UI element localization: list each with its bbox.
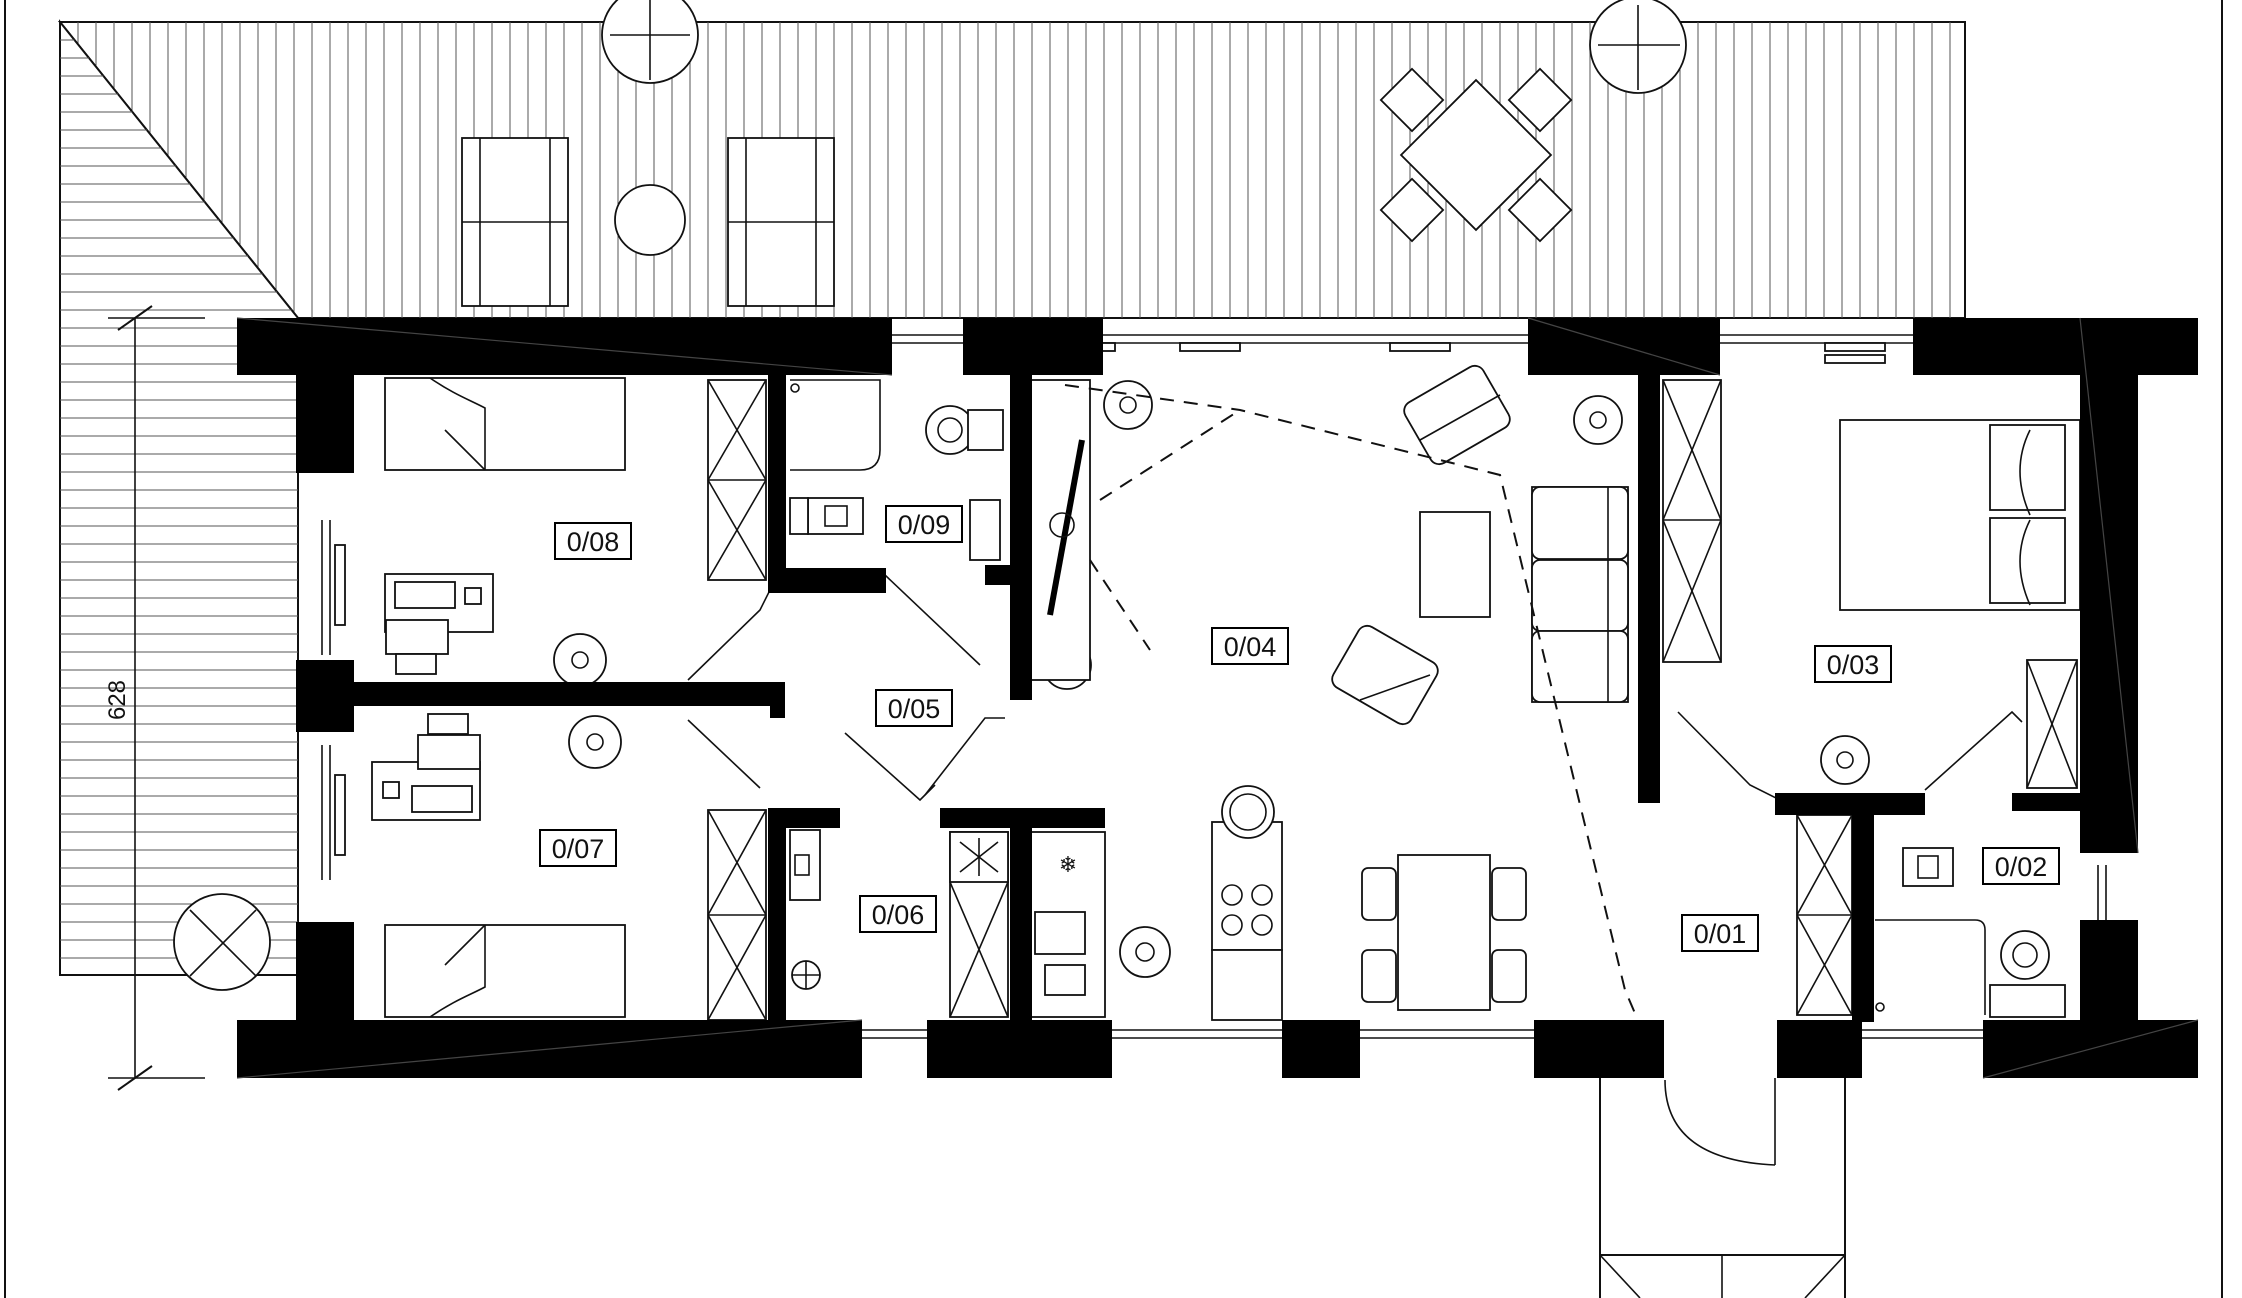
living-sofa (1531, 486, 1629, 703)
wc-09-fixtures (789, 379, 1004, 561)
utility-06-fixtures (789, 829, 821, 990)
desk-room-07 (371, 713, 481, 821)
bed-room-03 (1839, 419, 2081, 611)
svg-text:0/09: 0/09 (898, 510, 951, 540)
room-label-05: 0/05 (875, 689, 953, 727)
desk-room-08 (384, 573, 494, 675)
wardrobe-room-03b (2026, 659, 2078, 789)
wardrobe-hall-01 (1796, 814, 1853, 1016)
tree-top-left (601, 0, 699, 84)
svg-text:0/02: 0/02 (1995, 852, 2048, 882)
tree-bottom-left (173, 893, 271, 991)
wall-accents (236, 317, 2199, 1079)
room-label-09: 0/09 (885, 505, 963, 543)
side-table (614, 184, 686, 256)
svg-text:0/04: 0/04 (1224, 632, 1277, 662)
kitchen-counter (949, 831, 1009, 1018)
walls (237, 318, 2198, 1078)
svg-text:0/08: 0/08 (567, 527, 620, 557)
svg-text:0/01: 0/01 (1694, 919, 1747, 949)
wardrobe-room-08 (707, 379, 767, 581)
wardrobe-room-03 (1662, 379, 1722, 663)
bed-room-07 (384, 924, 626, 1018)
sight-line-2 (1099, 409, 1241, 501)
lounge-chair-left (461, 137, 569, 307)
bed-room-08 (384, 377, 626, 471)
terrace-left (59, 19, 299, 976)
svg-text:0/07: 0/07 (552, 834, 605, 864)
wardrobe-room-07 (707, 809, 767, 1021)
svg-text:❄: ❄ (1059, 852, 1077, 877)
entrance-door-swing (1664, 1079, 1776, 1166)
fireplace (1027, 379, 1091, 681)
room-label-03: 0/03 (1814, 645, 1892, 683)
room-label-07: 0/07 (539, 829, 617, 867)
patio-table-set (1379, 67, 1573, 243)
svg-text:0/03: 0/03 (1827, 650, 1880, 680)
svg-text:0/05: 0/05 (888, 694, 941, 724)
coffee-table (1419, 511, 1491, 618)
dimension-label: 628 (104, 680, 131, 720)
svg-text:0/06: 0/06 (872, 900, 925, 930)
plant-room-03 (1820, 735, 1870, 785)
plant-room-07 (568, 715, 622, 769)
sight-line-3 (1089, 559, 1151, 651)
sight-line (1064, 384, 1641, 1026)
tree-top-right (1589, 0, 1687, 94)
room-label-08: 0/08 (554, 522, 632, 560)
room-label-01: 0/01 (1681, 914, 1759, 952)
plant-living-1 (1103, 380, 1153, 430)
armchair-bottom (1331, 624, 1439, 726)
dimension-line: 628 (104, 305, 205, 1091)
dining-set (1361, 854, 1527, 1011)
entrance-steps (1599, 1078, 1846, 1298)
room-label-02: 0/02 (1982, 847, 2060, 885)
plant-room-08 (553, 633, 607, 687)
kitchen-island (1211, 785, 1283, 1021)
armchair-top (1403, 364, 1511, 466)
plant-kitchen (1119, 926, 1171, 978)
room-label-04: 0/04 (1211, 627, 1289, 665)
bath-02-fixtures (1875, 847, 2066, 1018)
room-label-06: 0/06 (859, 895, 937, 933)
plant-living-2 (1573, 395, 1623, 445)
lounge-chair-right (727, 137, 835, 307)
